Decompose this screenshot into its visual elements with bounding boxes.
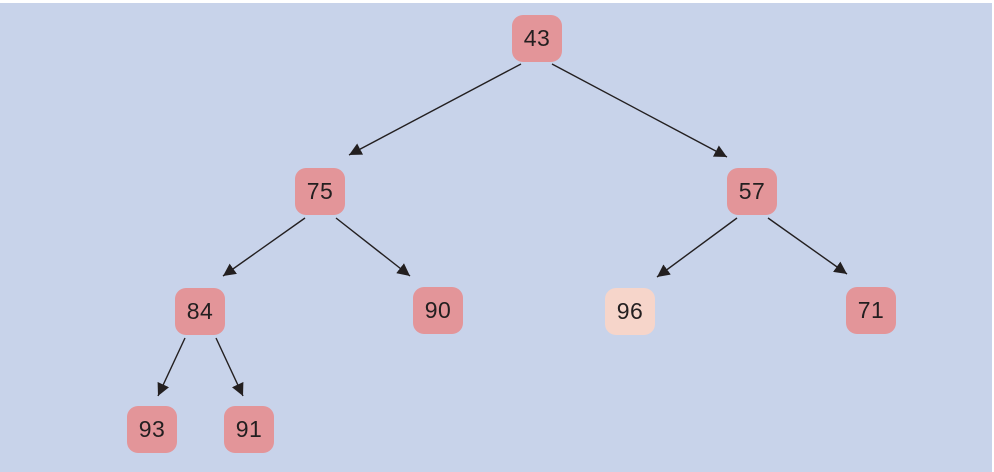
tree-node-93: 93 [127,405,177,453]
tree-node-96: 96 [605,287,655,335]
tree-node-43: 43 [512,14,562,62]
tree-node-71: 71 [846,286,896,334]
tree-node-57: 57 [727,167,777,215]
tree-node-91: 91 [224,405,274,453]
tree-node-90: 90 [413,286,463,334]
tree-node-75: 75 [295,167,345,215]
tree-node-84: 84 [175,287,225,335]
